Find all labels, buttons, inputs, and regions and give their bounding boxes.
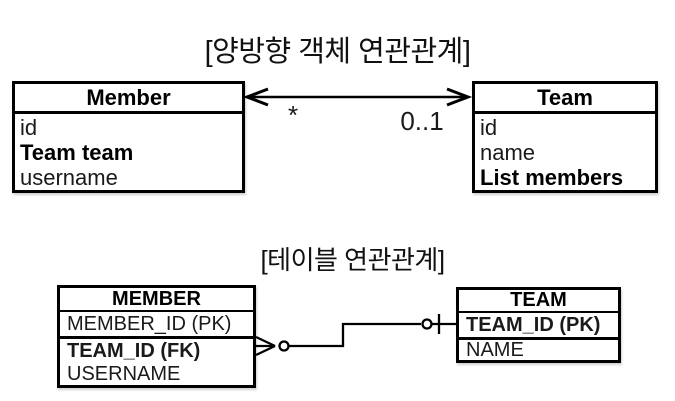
member-class-fields: id Team team username (15, 114, 242, 190)
member-column-username: USERNAME (67, 363, 181, 385)
member-table-name: MEMBER (60, 288, 253, 312)
member-field-team: Team team (20, 140, 134, 165)
member-field-id: id (20, 115, 38, 140)
team-column-pk: TEAM_ID (PK) (459, 313, 618, 340)
table-diagram-title: [테이블 연관관계] (260, 245, 445, 275)
team-field-id: id (480, 115, 498, 140)
er-relationship-line (255, 314, 456, 357)
team-class-fields: id name List members (475, 114, 655, 190)
team-table-name: TEAM (459, 290, 618, 313)
team-field-members: List members (480, 165, 624, 190)
arrow-head-left-icon (242, 87, 269, 107)
team-table-box: TEAM TEAM_ID (PK) NAME (456, 287, 621, 363)
member-table-box: MEMBER MEMBER_ID (PK) TEAM_ID (FK) USERN… (57, 285, 256, 388)
team-class-box: Team id name List members (472, 81, 658, 193)
team-class-name: Team (475, 84, 655, 114)
member-class-box: Member id Team team username (12, 81, 245, 193)
zero-or-one-icon (421, 314, 456, 334)
team-column-name: NAME (466, 339, 524, 361)
object-diagram-title: [양방향 객체 연관관계] (204, 36, 471, 68)
member-column-fk: TEAM_ID (FK) (67, 340, 201, 362)
member-column-pk: MEMBER_ID (PK) (60, 312, 253, 339)
member-class-name: Member (15, 84, 242, 114)
member-multiplicity-label: * (287, 100, 299, 130)
crow-foot-zero-or-many-icon (255, 335, 290, 357)
team-field-name: name (480, 140, 536, 165)
arrow-head-right-icon (446, 87, 473, 107)
member-field-username: username (20, 165, 118, 190)
relationship-elbow (289, 322, 421, 348)
team-multiplicity-label: 0..1 (400, 106, 444, 136)
